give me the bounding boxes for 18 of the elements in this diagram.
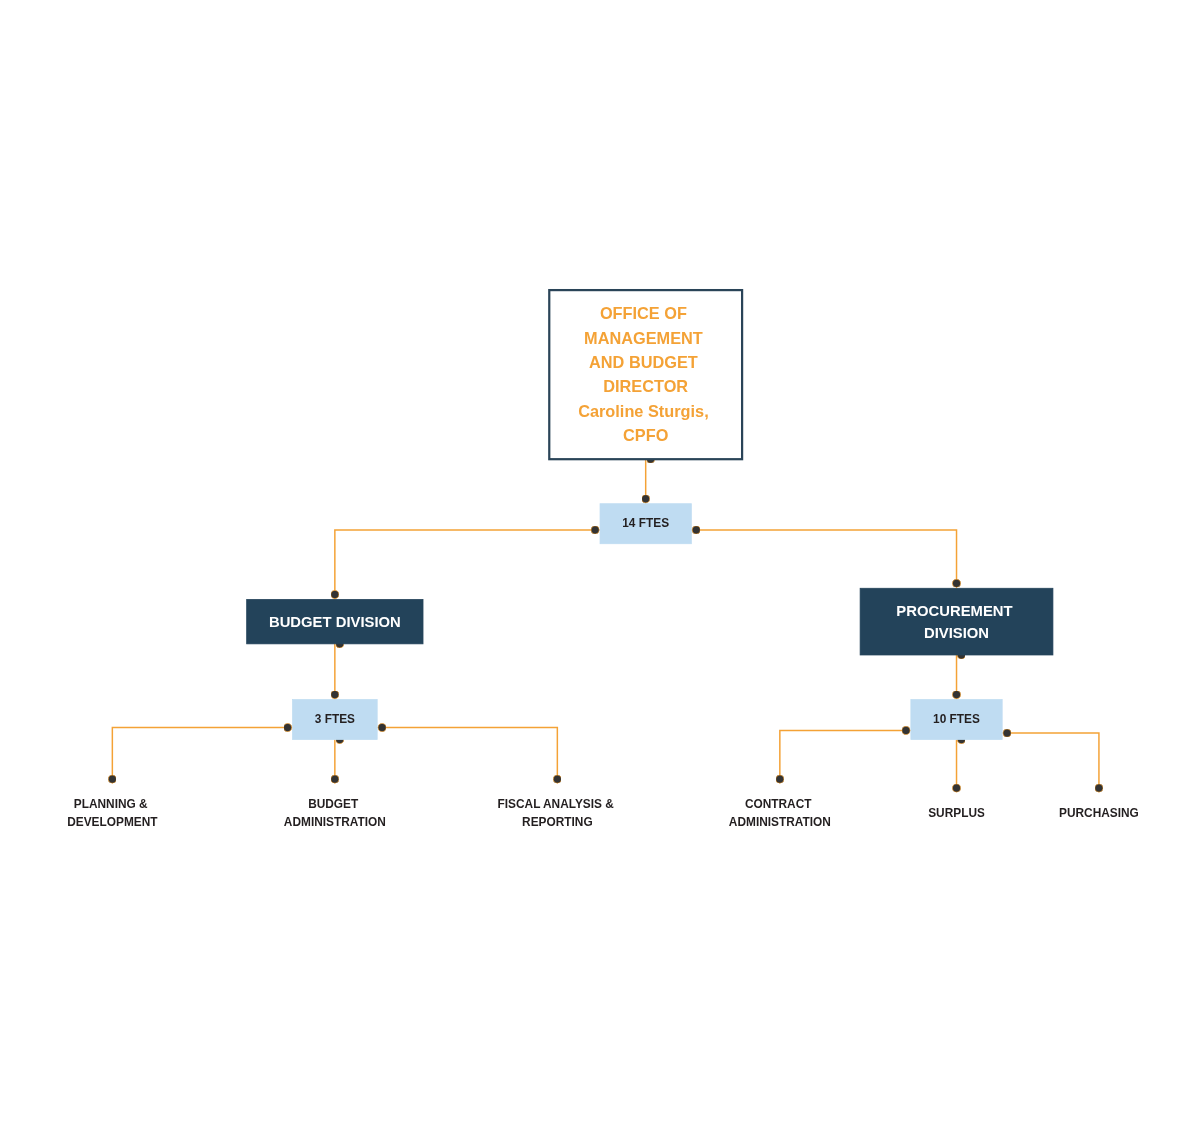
connector [1001, 728, 1104, 794]
node-box: 10 FTES [910, 699, 1003, 740]
connector [376, 723, 562, 785]
connector [107, 723, 294, 785]
node-text: CONTRACT ADMINISTRATION [728, 797, 831, 828]
connector [690, 525, 961, 589]
node-box: BUDGET DIVISION [246, 599, 424, 645]
connector [775, 725, 912, 785]
node-box: OFFICE OF MANAGEMENT AND BUDGET DIRECTOR Caroline Sturgis, CPFO [548, 289, 744, 461]
node-text: PURCHASING [1059, 806, 1139, 819]
node-box: PROCUREMENT DIVISION [859, 587, 1054, 656]
connector [330, 525, 601, 601]
node-text: FISCAL ANALYSIS & REPORTING [497, 797, 614, 828]
node-text: BUDGET ADMINISTRATION [283, 797, 386, 828]
node-box: 14 FTES [599, 503, 692, 545]
node-text: SURPLUS [928, 806, 985, 819]
node-box: 3 FTES [292, 699, 378, 740]
node-text: PLANNING & DEVELOPMENT [67, 797, 158, 828]
